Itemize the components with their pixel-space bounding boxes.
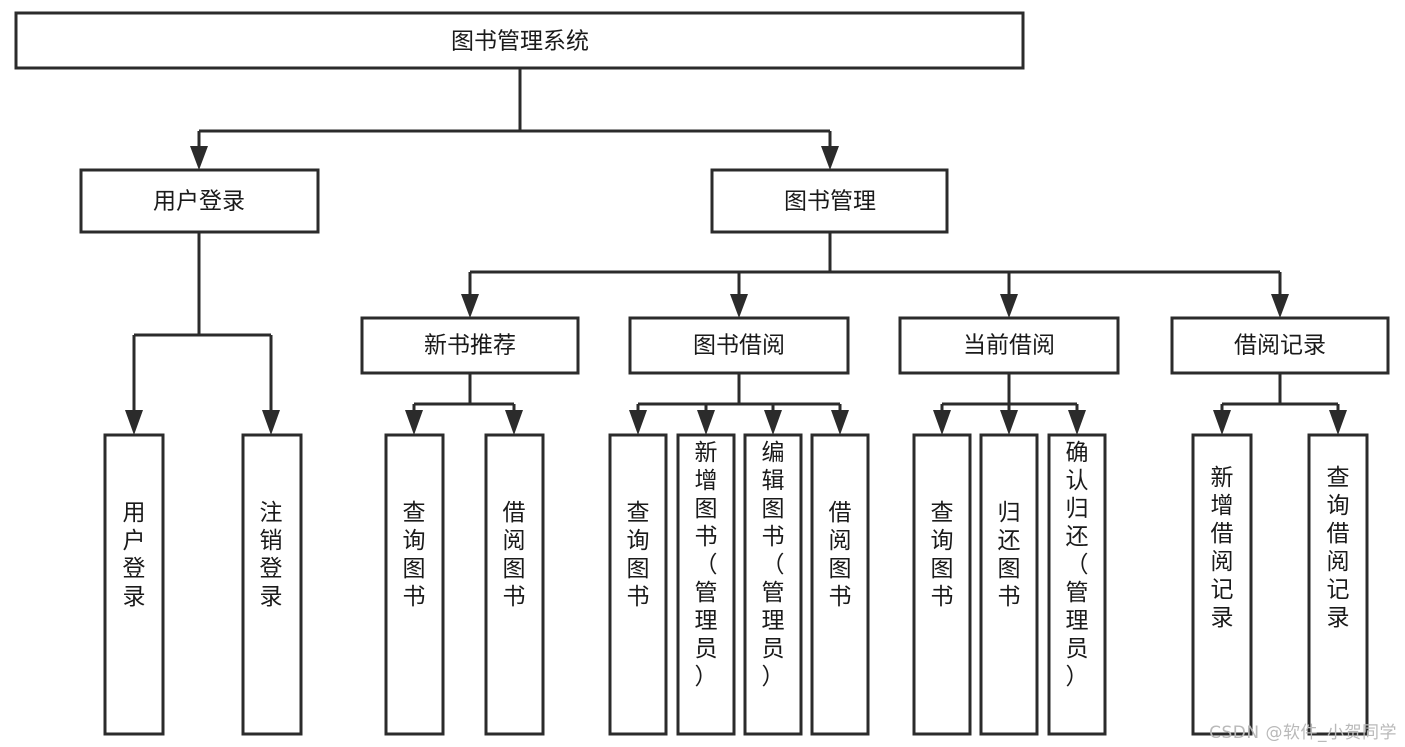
node-leaf-user-login[interactable]: 用户登录 [103,433,165,736]
node-leaf-query-book-3[interactable]: 查询图书 [912,433,972,736]
arrow-to-new-book-recommend [461,294,479,318]
leaf-query-book-3-label: 查询图书 [931,500,954,610]
arrow-to-book-borrow [730,294,748,318]
leaf-query-record-box[interactable] [1307,433,1369,736]
arrow-to-leaf-logout-login [262,410,280,435]
node-leaf-borrow-book-1[interactable]: 借阅图书 [484,433,545,736]
arrow-to-leaf-query-book-1 [405,410,423,435]
node-leaf-query-book-1[interactable]: 查询图书 [384,433,445,736]
node-leaf-edit-book[interactable]: 编辑图书（管理员） [743,433,803,736]
arrow-to-leaf-query-book-3 [933,410,951,435]
leaf-add-record-box[interactable] [1191,433,1253,736]
leaf-confirm-return-box[interactable] [1047,433,1107,736]
leaf-query-record-label: 查询借阅记录 [1327,465,1350,631]
leaf-query-book-2-box[interactable] [608,433,668,736]
leaf-borrow-book-1-label: 借阅图书 [503,500,526,610]
arrow-to-book-management [821,146,839,170]
leaf-edit-book-box[interactable] [743,433,803,736]
node-leaf-return-book[interactable]: 归还图书 [979,433,1039,736]
book-management-box[interactable] [710,168,949,234]
connector-layer [125,68,1347,435]
book-borrow-box[interactable] [628,316,850,375]
arrow-to-leaf-borrow-book-2 [831,410,849,435]
node-root-book-management-system[interactable]: 图书管理系统 [14,11,1025,70]
leaf-add-book-label: 新增图书（管理员） [695,440,718,690]
arrow-to-leaf-query-record [1329,410,1347,435]
leaf-confirm-return-label: 确认归还（管理员） [1066,440,1089,690]
node-user-login[interactable]: 用户登录 [79,168,320,234]
leaf-add-book-box[interactable] [676,433,736,736]
new-book-recommend-label: 新书推荐 [424,333,516,359]
arrow-to-leaf-add-record [1213,410,1231,435]
leaf-user-login-label: 用户登录 [123,500,146,610]
leaf-query-book-1-label: 查询图书 [403,500,426,610]
arrow-to-leaf-borrow-book-1 [505,410,523,435]
node-new-book-recommend[interactable]: 新书推荐 [360,316,580,375]
node-leaf-confirm-return[interactable]: 确认归还（管理员） [1047,433,1107,736]
node-borrow-record[interactable]: 借阅记录 [1170,316,1390,375]
leaf-user-login-box[interactable] [103,433,165,736]
leaf-logout-login-box[interactable] [241,433,303,736]
borrow-record-box[interactable] [1170,316,1390,375]
node-leaf-logout-login[interactable]: 注销登录 [241,433,303,736]
arrow-to-borrow-record [1271,294,1289,318]
node-leaf-borrow-book-2[interactable]: 借阅图书 [810,433,870,736]
arrow-to-leaf-add-book [697,410,715,435]
current-borrow-box[interactable] [898,316,1120,375]
arrow-to-leaf-edit-book [764,410,782,435]
new-book-recommend-box[interactable] [360,316,580,375]
root-node-box[interactable] [14,11,1025,70]
node-leaf-add-book[interactable]: 新增图书（管理员） [676,433,736,736]
borrow-record-label: 借阅记录 [1234,333,1326,359]
user-login-label: 用户登录 [153,189,245,215]
arrow-to-leaf-user-login [125,410,143,435]
leaf-query-book-3-box[interactable] [912,433,972,736]
node-current-borrow[interactable]: 当前借阅 [898,316,1120,375]
arrow-to-current-borrow [1000,294,1018,318]
node-leaf-query-book-2[interactable]: 查询图书 [608,433,668,736]
current-borrow-label: 当前借阅 [963,333,1055,359]
node-leaf-query-record[interactable]: 查询借阅记录 [1307,433,1369,736]
leaf-return-book-label: 归还图书 [998,500,1021,610]
leaf-query-book-2-label: 查询图书 [627,500,650,610]
leaf-logout-login-label: 注销登录 [260,500,283,610]
node-leaf-add-record[interactable]: 新增借阅记录 [1191,433,1253,736]
leaf-return-book-box[interactable] [979,433,1039,736]
book-management-label: 图书管理 [784,189,876,215]
leaf-borrow-book-1-box[interactable] [484,433,545,736]
node-book-management[interactable]: 图书管理 [710,168,949,234]
leaf-borrow-book-2-label: 借阅图书 [829,500,852,610]
leaf-borrow-book-2-box[interactable] [810,433,870,736]
node-book-borrow[interactable]: 图书借阅 [628,316,850,375]
arrow-to-leaf-confirm-return [1068,410,1086,435]
leaf-add-record-label: 新增借阅记录 [1211,465,1234,631]
book-borrow-label: 图书借阅 [693,333,785,359]
user-login-box[interactable] [79,168,320,234]
root-node-label: 图书管理系统 [451,29,589,55]
arrow-to-leaf-query-book-2 [629,410,647,435]
arrow-to-user-login [190,146,208,170]
leaf-query-book-1-box[interactable] [384,433,445,736]
leaf-edit-book-label: 编辑图书（管理员） [762,440,785,690]
arrow-to-leaf-return-book [1000,410,1018,435]
